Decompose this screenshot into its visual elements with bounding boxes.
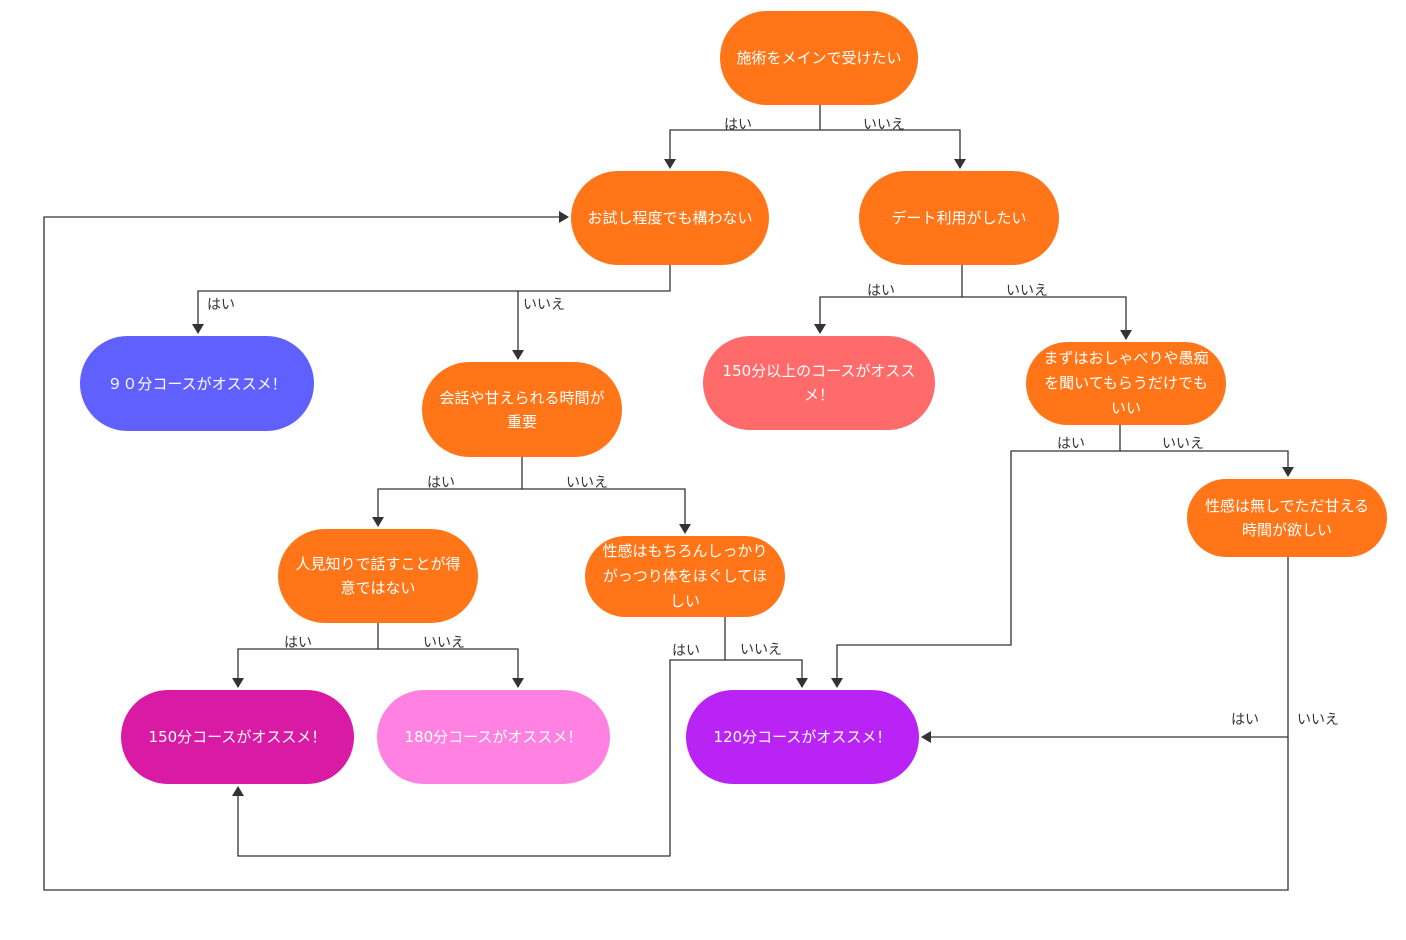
label-talk-no: いいえ — [566, 475, 608, 491]
edge-chat-to-120 — [831, 425, 1121, 688]
edge-date-to-150plus — [814, 265, 963, 334]
label-main-yes: はい — [724, 117, 752, 133]
node-q-chat: まずはおしゃべりや愚痴 を聞いてもらうだけでも いい — [1026, 342, 1226, 425]
edge-talk-to-shy — [372, 457, 523, 527]
label-trial-no: いいえ — [523, 297, 565, 313]
label-date-no: いいえ — [1006, 283, 1048, 299]
node-result-90: ９０分コースがオススメ！ — [80, 336, 314, 431]
label-talk-yes: はい — [427, 475, 455, 491]
node-q-shy: 人見知りで話すことが得 意ではない — [278, 529, 478, 623]
label-body-no: いいえ — [740, 642, 782, 658]
edge-body-to-150 — [232, 617, 726, 857]
label-body-yes: はい — [672, 643, 700, 659]
label-main-no: いいえ — [863, 117, 905, 133]
node-result-120: 120分コースがオススメ！ — [686, 690, 919, 784]
node-q-trial: お試し程度でも構わない — [571, 171, 769, 265]
label-date-yes: はい — [867, 283, 895, 299]
node-q-body: 性感はもちろんしっかり がっつり体をほぐしてほ しい — [585, 536, 785, 617]
label-shy-no: いいえ — [423, 635, 465, 651]
label-chat-no: いいえ — [1162, 436, 1204, 452]
edge-shy-to-150 — [232, 623, 379, 688]
label-sweet-no: いいえ — [1297, 712, 1339, 728]
node-q-talk: 会話や甘えられる時間が 重要 — [422, 362, 622, 457]
edge-main-to-trial — [664, 105, 821, 169]
edge-trial-to-90 — [192, 265, 671, 334]
edge-sweet-to-trial — [43, 211, 1289, 891]
edge-talk-to-body — [522, 488, 691, 534]
node-q-main: 施術をメインで受けたい — [720, 11, 918, 105]
edge-main-to-date — [820, 129, 966, 169]
label-sweet-yes: はい — [1231, 712, 1259, 728]
node-q-date: デート利用がしたい — [859, 171, 1059, 265]
edge-chat-to-sweet — [1120, 450, 1294, 477]
label-trial-yes: はい — [207, 297, 235, 313]
node-result-150: 150分コースがオススメ！ — [121, 690, 354, 784]
label-shy-yes: はい — [284, 635, 312, 651]
label-chat-yes: はい — [1057, 436, 1085, 452]
edge-date-to-chat — [962, 296, 1132, 340]
node-result-180: 180分コースがオススメ！ — [377, 690, 610, 784]
edge-shy-to-180 — [378, 648, 524, 688]
node-q-sweet: 性感は無しでただ甘える 時間が欲しい — [1187, 479, 1387, 557]
node-result-150plus: 150分以上のコースがオスス メ！ — [703, 336, 935, 430]
edge-body-to-120 — [725, 659, 808, 688]
